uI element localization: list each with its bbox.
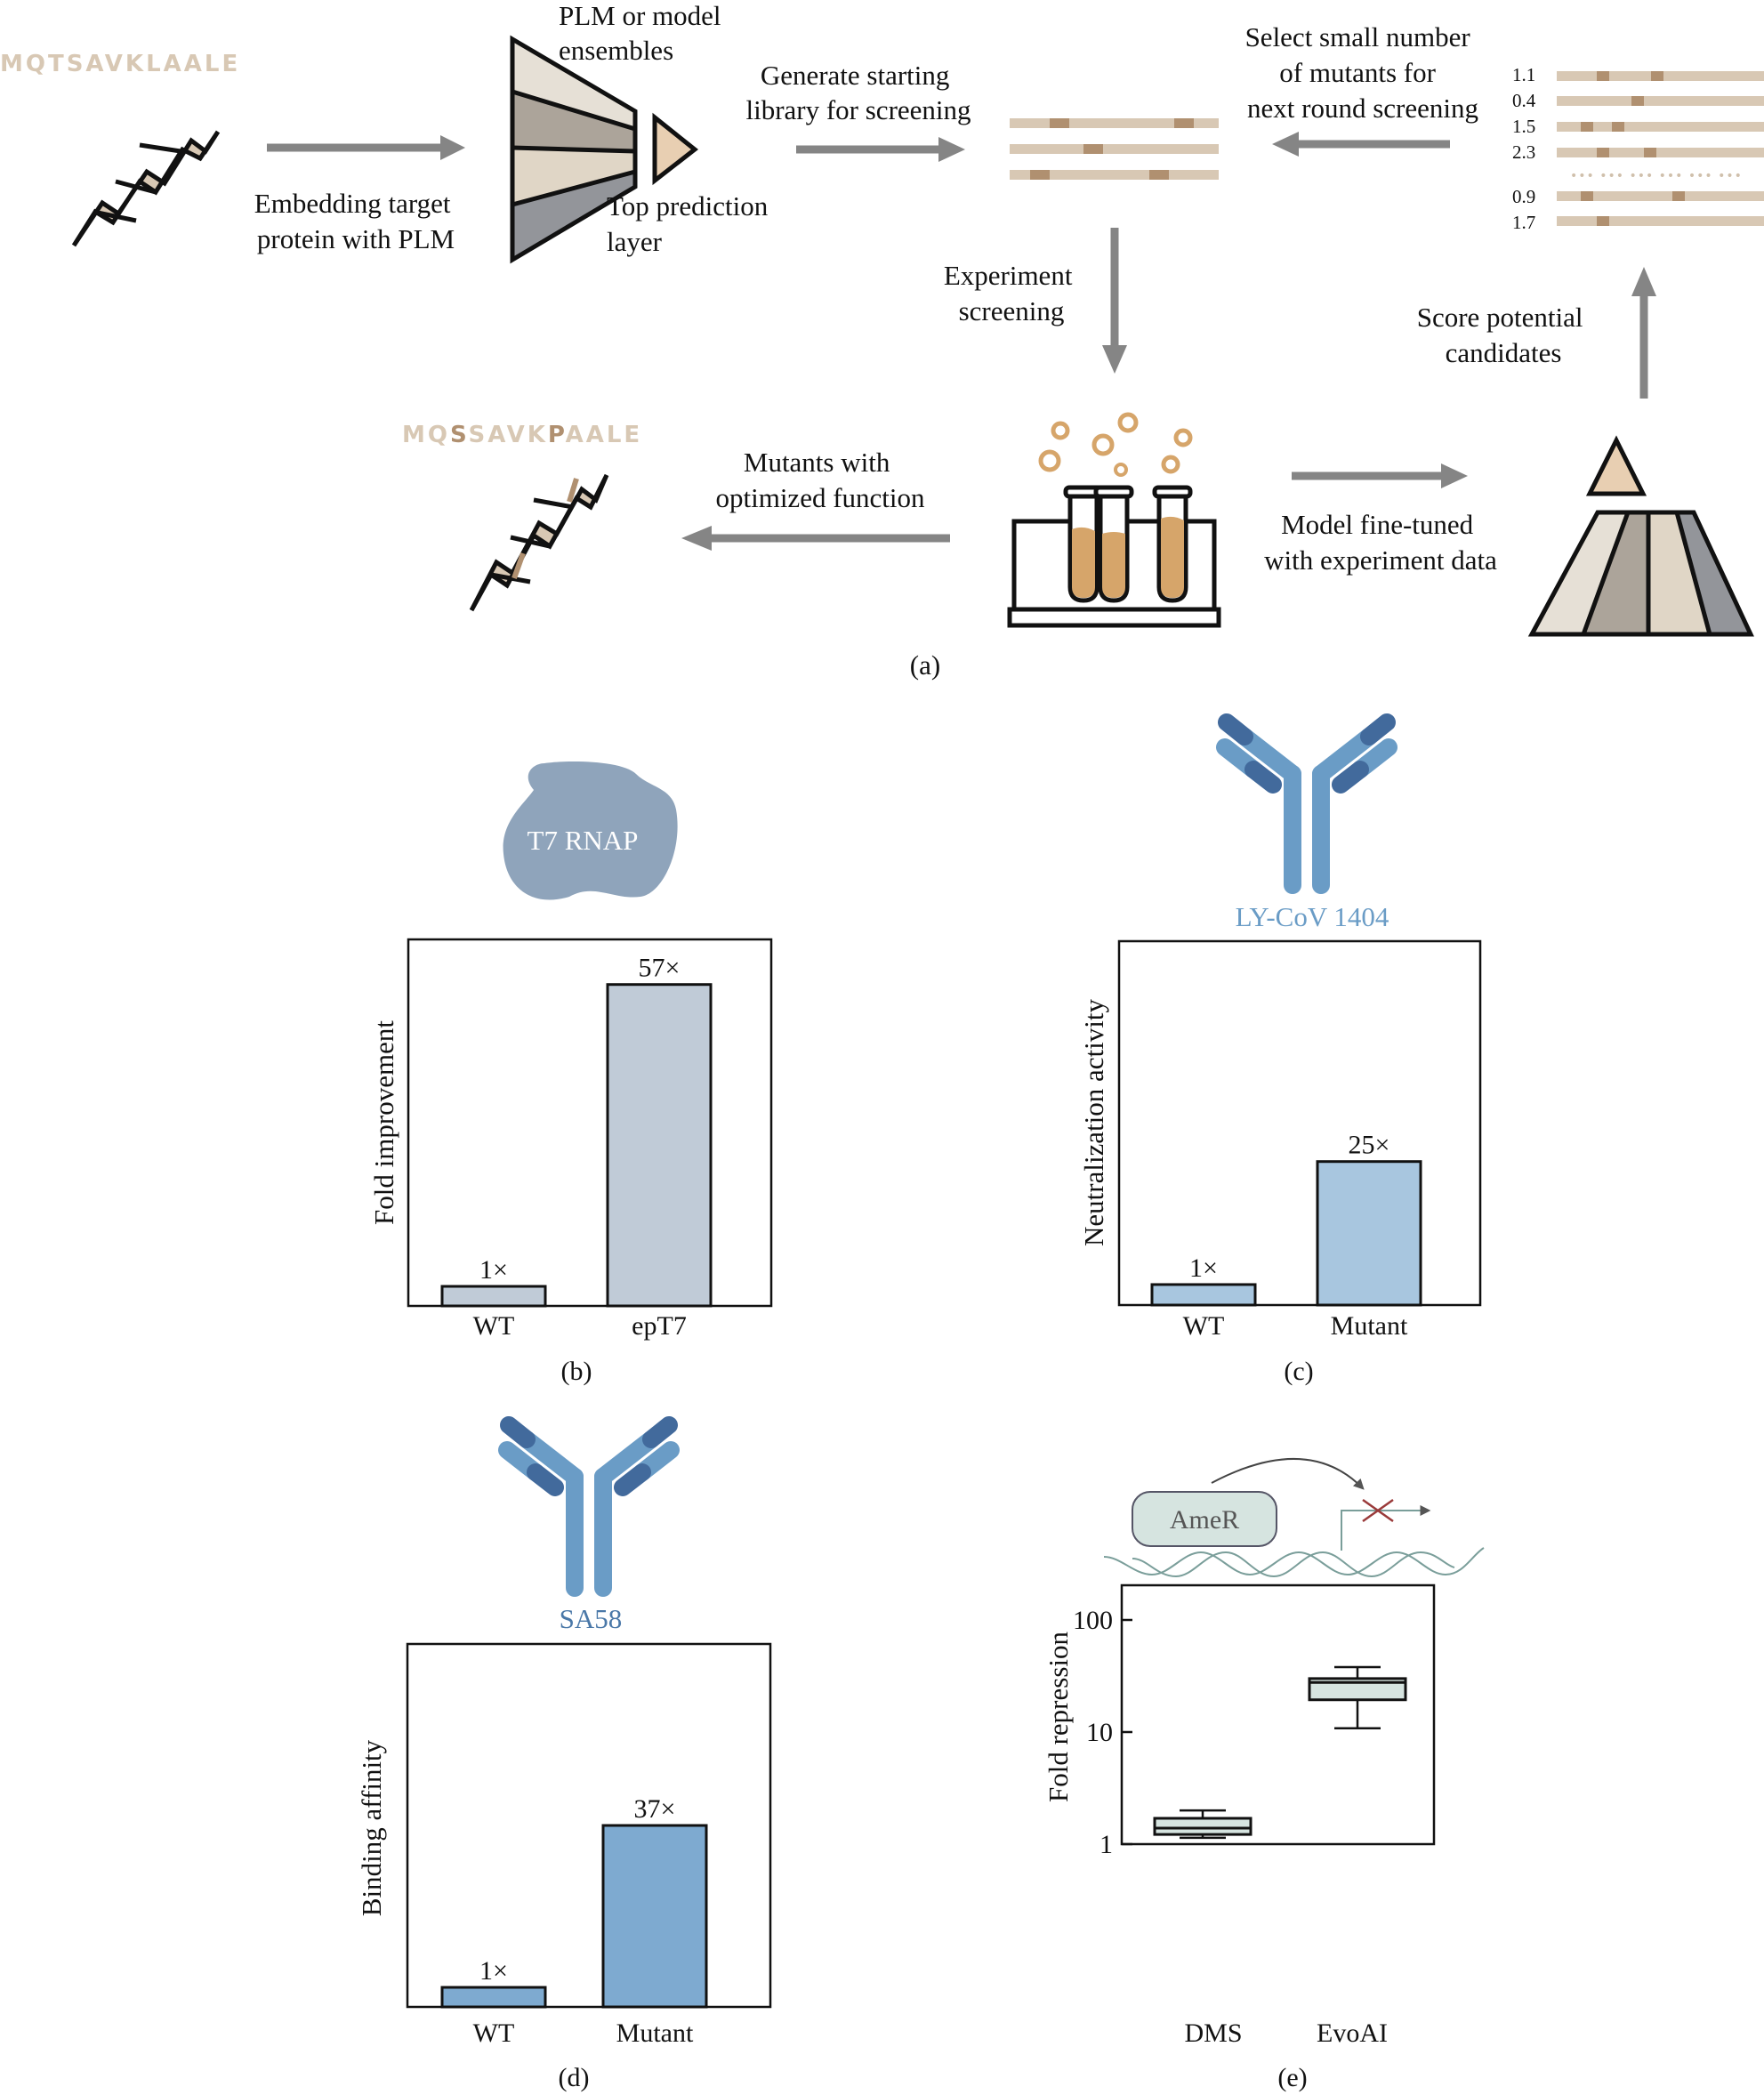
xtick-label: epT7 <box>632 1311 687 1341</box>
score-value: 0.4 <box>1512 90 1536 111</box>
protein-label-b: T7 RNAP <box>528 825 639 856</box>
experiment-label: Experiment screening <box>944 260 1079 326</box>
ylabel-e: Fold repression <box>1043 1631 1074 1802</box>
panel-e: AmeR 1 10 100 Fold repression DMS EvoAI (e… <box>1043 1457 1485 2092</box>
bar-wt <box>440 1986 547 2009</box>
score-value: 0.9 <box>1512 186 1535 207</box>
arrow-mutants <box>681 526 950 551</box>
yticks-e: 1 10 100 <box>1073 1606 1132 1859</box>
repression-diagram-icon: AmeR <box>1103 1457 1485 1578</box>
xtick-label: DMS <box>1184 2018 1242 2048</box>
panel-a-caption: (a) <box>910 649 940 681</box>
finetune-label: Model fine-tuned with experiment data <box>1264 509 1497 576</box>
panel-caption-e: (e) <box>1277 2063 1307 2092</box>
top-layer-label: Top prediction layer <box>607 190 775 257</box>
panel-caption-b: (b) <box>561 1357 592 1386</box>
xtick-label: Mutant <box>616 2018 694 2048</box>
xtick-label: EvoAI <box>1317 2018 1388 2048</box>
bar-value-label: 57× <box>639 954 681 983</box>
arrow-finetune <box>1292 463 1468 488</box>
bar-value-label: 37× <box>634 1794 676 1824</box>
arrow-experiment <box>1102 228 1127 374</box>
ylabel-d: Binding affinity <box>356 1739 387 1916</box>
bar-wt <box>440 1285 547 1308</box>
bar-ept7 <box>606 983 713 1308</box>
iqr-box <box>1153 1817 1253 1836</box>
bar-value-label: 1× <box>479 1956 508 1986</box>
top-prediction-layer-icon <box>652 112 699 186</box>
bar-value-label: 1× <box>479 1255 508 1285</box>
arrow-score <box>1631 267 1656 399</box>
ylabel-c: Neutralization activity <box>1078 998 1109 1246</box>
panel-caption-c: (c) <box>1284 1357 1313 1386</box>
score-value: 1.5 <box>1512 116 1535 137</box>
plot-frame-d <box>406 1642 772 2009</box>
protein-label-c: LY-CoV 1404 <box>1236 901 1389 932</box>
panel-c: LY-CoV 1404 1× 25× Neutralization activit… <box>1078 713 1482 1386</box>
wt-sequence: MQTSAVKLAALE <box>0 51 240 77</box>
score-value: 1.7 <box>1512 212 1535 233</box>
plm-ensemble-icon <box>510 35 638 264</box>
mutant-protein-helix-icon <box>469 473 609 612</box>
bar-value-label: 1× <box>1189 1253 1218 1283</box>
antibody-icon-c <box>1216 713 1398 894</box>
bar-mutant <box>1316 1160 1422 1307</box>
arrow-generate <box>796 137 965 162</box>
plm-label: PLM or model ensembles <box>559 0 728 66</box>
bar-mutant <box>601 1824 708 2009</box>
xtick-label: Mutant <box>1331 1311 1408 1341</box>
bar-value-label: 25× <box>1349 1131 1390 1160</box>
score-value: 1.1 <box>1512 64 1535 85</box>
select-label: Select small number of mutants for next … <box>1245 21 1478 124</box>
panel-caption-d: (d) <box>559 2063 590 2092</box>
bars-c: 1× 25× <box>1150 1131 1422 1307</box>
iqr-box <box>1308 1677 1407 1702</box>
test-tubes-icon <box>1007 412 1221 628</box>
box-dms <box>1153 1809 1253 1840</box>
antibody-icon-d <box>498 1416 680 1597</box>
ylabel-b: Fold improvement <box>368 1020 399 1225</box>
xtick-label: WT <box>1183 1311 1225 1341</box>
embedding-label: Embedding target protein with PLM <box>254 188 457 254</box>
protein-label-e: AmeR <box>1170 1505 1239 1535</box>
bar-wt <box>1150 1283 1257 1307</box>
finetuned-model-icon <box>1527 435 1754 637</box>
mutants-label: Mutants with optimized function <box>715 447 925 513</box>
svg-text:••• ••• ••• ••• ••• •••: ••• ••• ••• ••• ••• ••• <box>1570 169 1743 183</box>
t7-rnap-blob-icon: T7 RNAP <box>503 761 678 900</box>
arrow-embedding <box>267 135 465 160</box>
ytick-label: 1 <box>1099 1830 1113 1859</box>
xtick-label: WT <box>473 2018 515 2048</box>
plot-frame-c <box>1117 939 1482 1307</box>
generate-label: Generate starting library for screening <box>745 60 971 125</box>
ytick-label: 100 <box>1073 1606 1113 1635</box>
scored-mutants-list: 1.1 0.4 1.5 2.3 0.9 1.7 ••• ••• ••• ••• … <box>1512 64 1764 233</box>
bars-d: 1× 37× <box>440 1794 708 2009</box>
protein-helix-icon <box>71 130 221 247</box>
box-evoai <box>1308 1665 1407 1730</box>
score-value: 2.3 <box>1512 141 1535 163</box>
protein-label-d: SA58 <box>560 1603 623 1634</box>
mutant-sequence: MQSSAVKPAALE <box>402 422 642 448</box>
ytick-label: 10 <box>1086 1718 1113 1747</box>
panel-d: SA58 1× 37× Binding affinity WT Mutant (d… <box>356 1416 772 2092</box>
score-label: Score potential candidates <box>1417 302 1591 368</box>
panel-a: MQTSAVKLAALE Embedding target protein wi… <box>0 0 1764 681</box>
boxes-e <box>1153 1665 1407 1840</box>
xtick-label: WT <box>473 1311 515 1341</box>
arrow-select <box>1272 132 1450 157</box>
panel-b: T7 RNAP 1× 57× Fold improvement WT epT7 (… <box>368 761 773 1386</box>
bars-b: 1× 57× <box>440 954 713 1308</box>
starting-library <box>1010 118 1219 180</box>
plot-frame-e <box>1120 1583 1436 1846</box>
plot-frame-b <box>407 938 773 1308</box>
